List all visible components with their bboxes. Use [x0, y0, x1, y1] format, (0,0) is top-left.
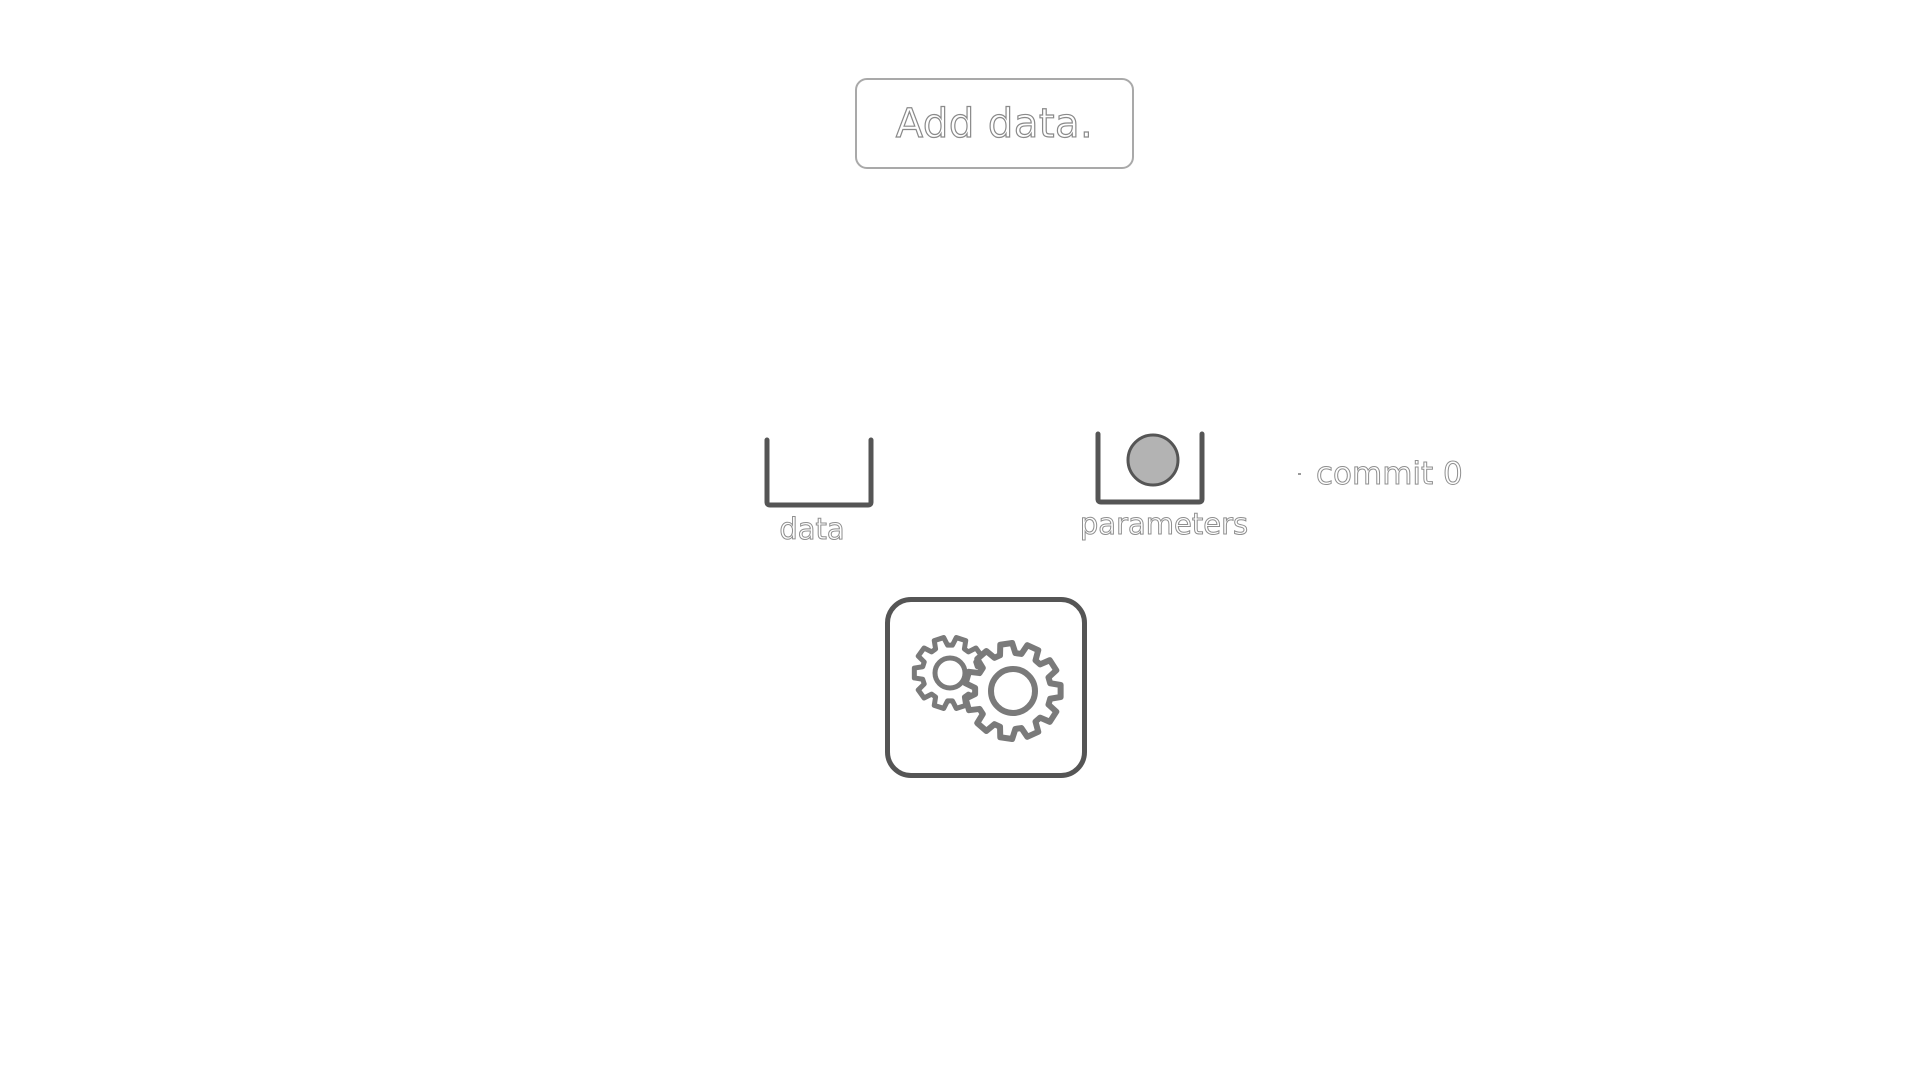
process-button[interactable]: [885, 597, 1087, 778]
commit-indicator: commit 0: [1298, 456, 1464, 493]
small-gear-icon: [911, 634, 989, 711]
commit-connector: [1298, 473, 1301, 475]
commit-label: commit 0: [1316, 456, 1464, 493]
parameters-bucket: [1095, 431, 1205, 505]
add-data-button[interactable]: Add data.: [855, 78, 1134, 169]
gear-hole: [932, 655, 968, 690]
parameter-ball: [1126, 433, 1180, 487]
data-bucket: [764, 437, 874, 508]
large-gear-icon: [962, 639, 1064, 742]
data-bucket-label: data: [779, 512, 845, 547]
gear-hole: [988, 665, 1038, 716]
parameters-bucket-label: parameters: [1079, 507, 1249, 542]
gears-icon: [911, 634, 1064, 742]
add-data-label: Add data.: [895, 100, 1094, 147]
